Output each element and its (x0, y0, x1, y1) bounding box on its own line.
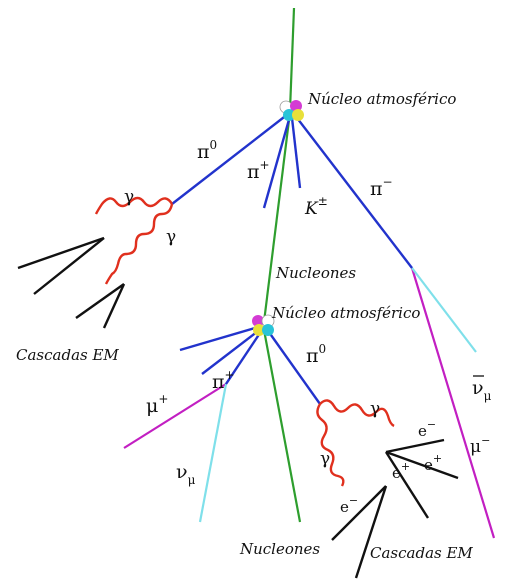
nucleons-bottom-label: Nucleones (239, 540, 320, 558)
kaon-label: K± (304, 194, 328, 219)
e-plus-label-1: e+ (392, 460, 410, 482)
photon-top-2 (104, 203, 174, 285)
nucleus-top-magenta (290, 100, 302, 112)
hadron-tracks (171, 113, 413, 405)
em-line-e-minus-3 (354, 485, 388, 579)
photon-top-1 (94, 196, 174, 215)
neutrino-mu-track (198, 383, 228, 523)
nucleus-top-yellow (292, 109, 304, 121)
pi-plus-mid-label: π+ (212, 368, 235, 393)
pi0-mid-label: π0 (306, 342, 326, 367)
pi-minus-track-top (293, 113, 413, 269)
nucleus-mid-magenta (252, 315, 264, 327)
pi0-track-mid (265, 327, 321, 405)
em-line-e-minus-2 (331, 485, 387, 541)
em-line-e-minus-1 (385, 438, 445, 454)
primary-tracks (262, 7, 302, 523)
primary-particle-track (288, 7, 296, 111)
nucleons-mid-label: Nucleones (275, 264, 356, 282)
cascadas-bottom-label: Cascadas EM (370, 544, 473, 562)
em-line-left-4 (102, 283, 126, 329)
e-plus-label-2: e+ (424, 452, 442, 474)
pi-plus-top-label: π+ (247, 158, 270, 183)
em-line-left-2 (33, 237, 105, 295)
em-line-left-3 (75, 283, 125, 319)
pi0-track-top (171, 113, 289, 205)
em-line-left-1 (17, 236, 105, 270)
cascadas-left-label: Cascadas EM (16, 346, 119, 364)
nucleus-mid-cyan (262, 324, 274, 336)
gamma-mid-label-1: γ (370, 399, 380, 419)
gamma-mid-label-2: γ (320, 449, 330, 469)
mu-plus-label: μ+ (146, 392, 168, 417)
gamma-top-label-2: γ (166, 227, 176, 247)
gamma-top-label-1: γ (124, 187, 134, 207)
pi0-top-label: π0 (197, 138, 217, 163)
em-line-e-plus-2 (384, 451, 430, 519)
nucleon-track-upper (262, 111, 292, 323)
mu-minus-label: μ− (470, 434, 490, 457)
muon-plus-track (123, 383, 227, 449)
nu-mu-label: νμ (176, 461, 196, 487)
photon-mid-1 (319, 399, 395, 428)
em-cascade-tracks (17, 236, 459, 579)
hadron-track-mid-left-2 (201, 327, 263, 375)
pi-minus-top-label: π− (370, 175, 393, 200)
photon-mid-2 (316, 403, 345, 487)
kaon-track (290, 117, 302, 189)
pi-plus-track-top (262, 115, 292, 209)
nucleus-mid-label: Núcleo atmosférico (271, 304, 420, 322)
nucleus-top-label: Núcleo atmosférico (307, 90, 456, 108)
muon-minus-track (410, 267, 496, 539)
antineutrino-mu-label: νμ (472, 377, 492, 403)
nucleus-top (279, 100, 304, 121)
e-minus-label-2: e− (340, 494, 358, 516)
nucleon-track-lower (262, 329, 302, 523)
neutrino-tracks (198, 267, 477, 523)
e-minus-label-1: e− (418, 418, 436, 440)
nucleus-mid-yellow (253, 324, 265, 336)
photon-tracks (94, 196, 395, 487)
nucleus-top-cyan (283, 109, 295, 121)
antineutrino-mu-track (411, 267, 477, 353)
nucleus-mid (252, 314, 275, 336)
em-line-e-plus-1 (385, 450, 459, 480)
pi-plus-track-mid (225, 329, 263, 385)
muon-tracks (123, 267, 496, 539)
hadron-track-mid-left-1 (179, 324, 263, 352)
